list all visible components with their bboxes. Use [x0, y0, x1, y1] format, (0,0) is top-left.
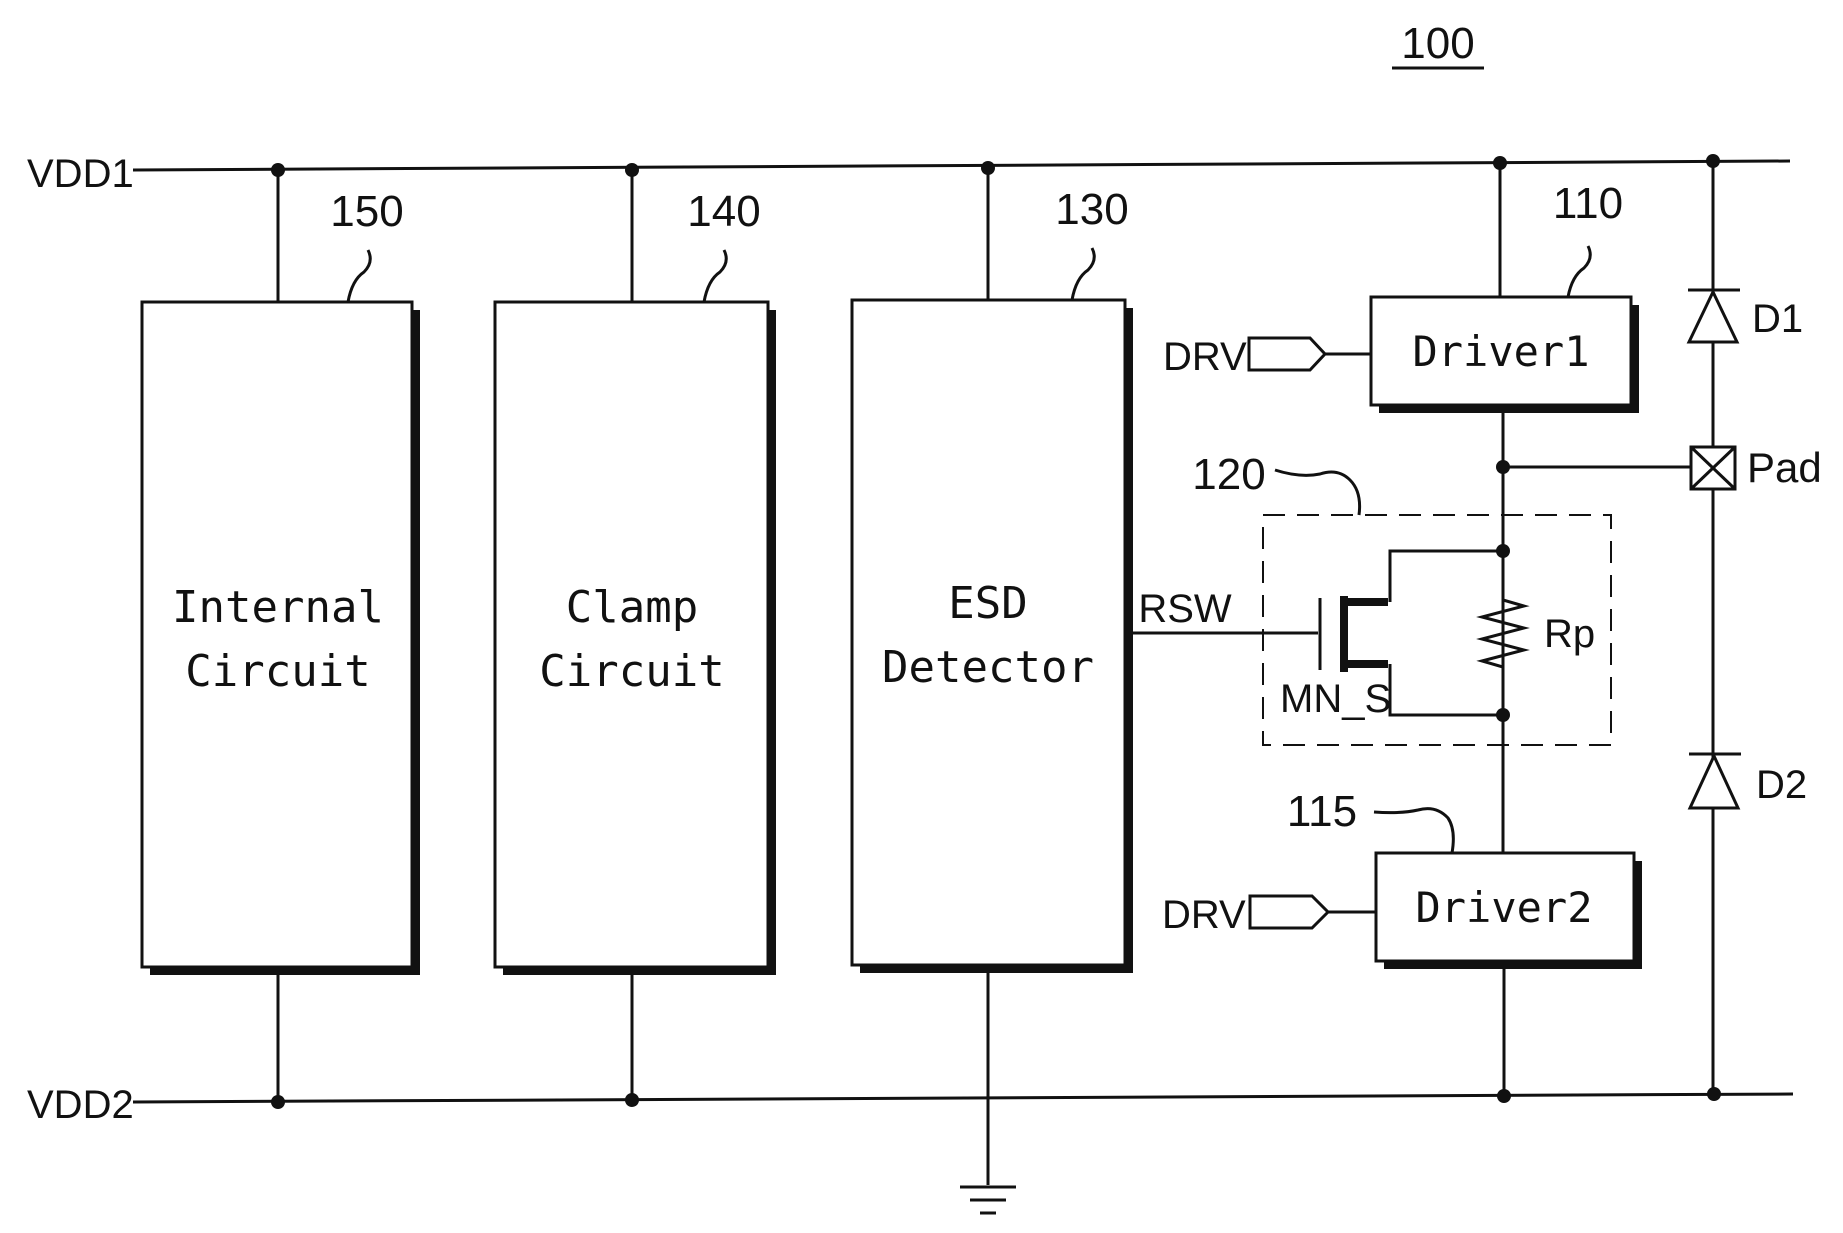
driver1-input-icon	[1249, 338, 1325, 370]
rp-resistor-icon	[1482, 551, 1524, 715]
driver2-ref: 115	[1287, 787, 1357, 836]
d1-label: D1	[1752, 297, 1803, 341]
switch-circuit-120: 120 MN_S Rp	[1192, 450, 1611, 745]
driver2-input-icon	[1250, 896, 1328, 928]
pad-icon	[1691, 447, 1735, 489]
d1-diode-icon	[1688, 290, 1740, 342]
clamp-circuit-label-1: Clamp	[566, 582, 698, 633]
driver2-input-label: DRV	[1162, 893, 1246, 937]
vdd2-label: VDD2	[27, 1083, 134, 1127]
driver1-input-label: DRV	[1163, 335, 1247, 379]
driver1-label: Driver1	[1412, 327, 1589, 376]
driver2-block: Driver2 115 DRV	[1162, 787, 1642, 1096]
rp-label: Rp	[1544, 612, 1595, 656]
internal-circuit-ref: 150	[330, 187, 403, 236]
d2-label: D2	[1756, 763, 1807, 807]
driver2-label: Driver2	[1415, 883, 1592, 932]
ground-icon	[960, 1187, 1016, 1213]
internal-circuit-block: Internal Circuit 150	[142, 170, 420, 1102]
esd-detector-ref: 130	[1055, 185, 1128, 234]
vdd2-rail	[133, 1094, 1793, 1102]
esd-detector-block: ESD Detector 130	[852, 168, 1133, 1185]
rsw-label: RSW	[1138, 587, 1232, 631]
vdd1-label: VDD1	[27, 152, 134, 196]
mn-s-label: MN_S	[1280, 677, 1391, 721]
driver1-ref: 110	[1553, 179, 1623, 228]
clamp-circuit-ref: 140	[687, 187, 760, 236]
d2-diode-icon	[1689, 754, 1741, 808]
figure-ref: 100	[1401, 19, 1474, 68]
esd-detector-label-1: ESD	[948, 578, 1027, 629]
clamp-circuit-block: Clamp Circuit 140	[495, 170, 776, 1102]
internal-circuit-label-2: Circuit	[185, 646, 370, 697]
switch-circuit-ref: 120	[1192, 450, 1265, 499]
clamp-circuit-label-2: Circuit	[539, 646, 724, 697]
pad-label: Pad	[1747, 444, 1822, 491]
internal-circuit-label-1: Internal	[172, 582, 384, 633]
vdd1-rail	[133, 161, 1790, 170]
esd-detector-label-2: Detector	[882, 642, 1094, 693]
driver1-block: Driver1 110 DRV	[1163, 163, 1639, 413]
